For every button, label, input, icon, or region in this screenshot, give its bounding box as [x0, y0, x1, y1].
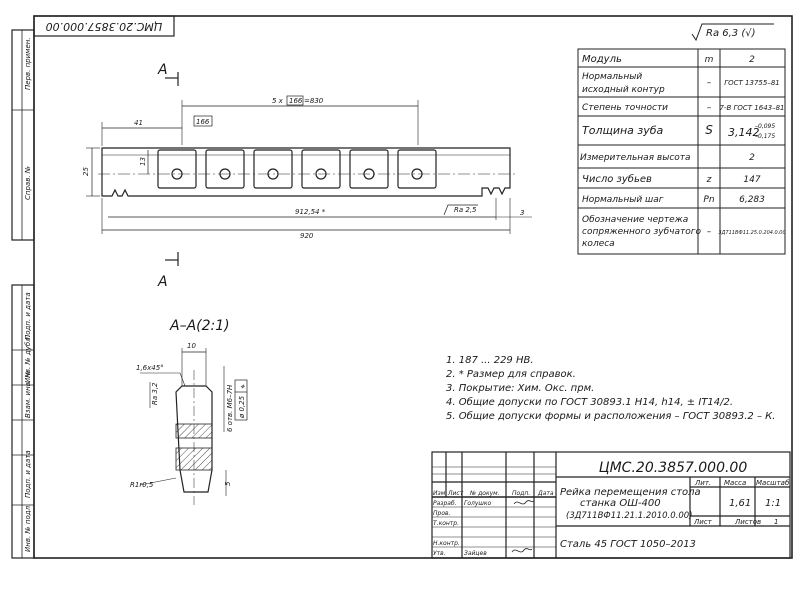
margin-label-1: Перв. примен.: [24, 37, 32, 90]
param-name-3: Степень точности: [582, 103, 668, 113]
margin-label-3: Подп. и дата: [24, 292, 32, 340]
margin-label-2: Справ. №: [24, 166, 32, 200]
left-margin-strip-upper: [11, 29, 35, 241]
section-title: А–А(2:1): [169, 318, 230, 334]
dim-end-gap: 3: [520, 209, 524, 217]
sec-bottom: 5: [224, 481, 232, 486]
note-5: 5. Общие допуски формы и расположения – …: [446, 410, 775, 422]
tb-name-3: (3Д711ВФ11.21.1.2010.0.00): [566, 511, 692, 521]
top-code: ЦМС.20.3857.000.00: [46, 20, 163, 33]
tb-role-6: Утв.: [433, 550, 446, 557]
tb-scale: 1:1: [765, 498, 781, 509]
note-4: 4. Общие допуски по ГОСТ 30893.1 Н14, h1…: [446, 396, 733, 408]
sec-tol-symbol: ⌖: [240, 382, 246, 391]
param-name-8b: сопряженного зубчатого: [582, 227, 701, 237]
tb-sheets-val: 1: [774, 518, 778, 526]
dim-height: 25: [82, 167, 90, 176]
tb-mass: 1,61: [729, 498, 751, 509]
dim-len-total: 920: [300, 232, 314, 240]
tb-row-list: Лист: [447, 490, 464, 497]
param-name-6: Число зубьев: [582, 173, 652, 185]
note-3: 3. Покрытие: Хим. Окс. прм.: [446, 383, 594, 394]
param-name-5: Измерительная высота: [580, 153, 691, 163]
param-name-2b: исходный контур: [582, 85, 665, 95]
roughness-symbol: Ra 6,3 (√): [706, 28, 756, 39]
param-name-1: Модуль: [582, 54, 622, 65]
section-mark-bottom: A: [157, 274, 168, 290]
top-code-box: [33, 15, 175, 37]
param-sym-7: Pn: [703, 195, 714, 205]
tb-row-date: Дата: [537, 490, 554, 497]
tb-name-2: станка ОШ-400: [580, 498, 661, 509]
param-sym-8: –: [707, 227, 712, 237]
margin-label-4: Инв. № дубл.: [24, 335, 32, 383]
sec-tol-val: ø 0,25: [238, 395, 246, 419]
tb-hdr-mass: Масса: [724, 479, 746, 487]
note-2: 2. * Размер для справок.: [446, 369, 576, 380]
note-1: 1. 187 ... 229 НВ.: [446, 355, 534, 366]
tb-role-3: Т.контр.: [433, 520, 459, 527]
dim-first-box: 166: [196, 118, 210, 126]
tb-material: Сталь 45 ГОСТ 1050–2013: [560, 539, 696, 550]
dim-len-ref: 912,54 *: [295, 208, 326, 216]
section-view: [139, 348, 248, 505]
tb-sheet: Лист: [693, 518, 713, 526]
tb-name-appr: Зайцев: [464, 550, 487, 557]
dim-hole-h: 13: [139, 157, 147, 166]
dim-first: 41: [134, 119, 143, 127]
param-name-7: Нормальный шаг: [582, 195, 664, 205]
dim-ra-small: Ra 2,5: [454, 206, 477, 214]
tb-row-sign: Подп.: [512, 490, 530, 497]
dim-pitch-box: 166: [289, 97, 303, 105]
tb-name-dev: Голушко: [464, 500, 492, 507]
tb-role-2: Пров.: [433, 510, 451, 517]
param-tol-dn: –0,175: [755, 133, 775, 140]
tb-role-5: Н.контр.: [433, 540, 460, 547]
dim-pitch-total: =830: [304, 97, 324, 105]
param-sym-1: m: [705, 55, 714, 65]
title-block: [431, 451, 791, 559]
margin-label-5: Взам. инв. №: [24, 370, 32, 418]
sec-radius: R1r0,5: [130, 481, 154, 489]
tb-sheets: Листов: [734, 518, 761, 526]
sec-chamfer: 1,6x45°: [136, 364, 164, 372]
tb-name-1: Рейка перемещения стола: [560, 487, 701, 498]
tb-role-1: Разраб.: [433, 500, 457, 507]
sec-thread: 6 отв. М6–7Н: [226, 384, 234, 432]
param-val-8: 3Д711ВФ11.25.0.204.0.00: [718, 230, 785, 236]
tb-hdr-lit: Лит.: [694, 479, 711, 487]
param-name-8a: Обозначение чертежа: [582, 215, 688, 225]
param-sym-4: S: [705, 123, 713, 137]
param-name-8c: колеса: [582, 239, 615, 249]
param-val-5: 2: [749, 153, 755, 163]
dim-pitch: 5 x: [272, 97, 284, 105]
margin-label-7: Инв. № подл.: [24, 504, 32, 552]
tb-code: ЦМС.20.3857.000.00: [599, 460, 748, 476]
left-margin-strip-lower: [11, 284, 35, 559]
param-sym-3: –: [707, 103, 712, 113]
param-sym-2: –: [707, 78, 712, 88]
param-val-4: 3,142: [728, 126, 760, 139]
tb-row-izm: Изм.: [433, 490, 447, 497]
margin-label-6: Подп. и дата: [24, 450, 32, 498]
sec-ra: Ra 3,2: [151, 382, 159, 405]
param-sym-6: z: [706, 175, 712, 185]
section-mark-top: A: [157, 62, 168, 78]
param-val-2: ГОСТ 13755–81: [724, 79, 779, 87]
param-val-6: 147: [743, 175, 760, 185]
param-name-4: Толщина зуба: [582, 124, 664, 137]
param-tol-up: –0,095: [755, 123, 775, 130]
params-table: [577, 48, 786, 255]
param-val-1: 2: [749, 55, 755, 65]
sec-width: 10: [187, 342, 196, 350]
param-val-7: 6,283: [739, 195, 765, 205]
rack-main-view: [86, 72, 532, 266]
tb-hdr-scale: Масштаб: [756, 479, 790, 487]
param-val-3: 7-В ГОСТ 1643–81: [719, 104, 784, 112]
param-name-2a: Нормальный: [582, 72, 642, 82]
tb-row-doc: № докум.: [469, 490, 500, 497]
